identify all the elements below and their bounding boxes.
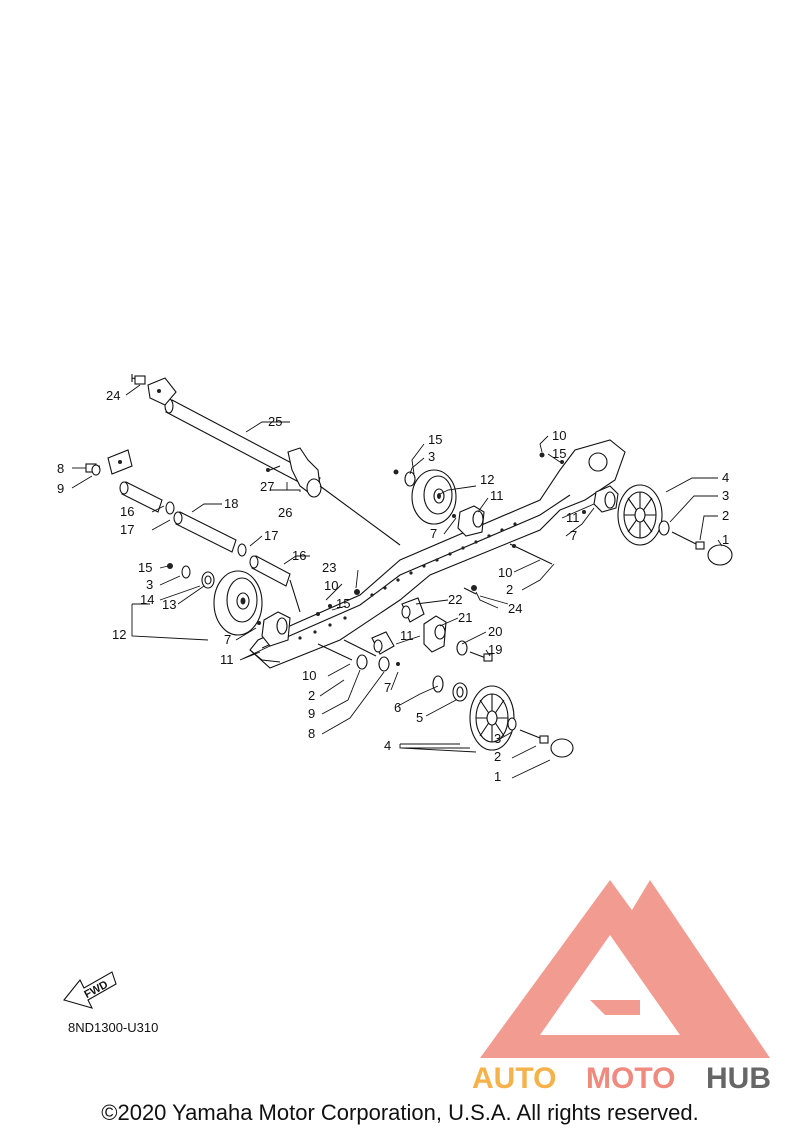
callout-7-lower: 7: [384, 680, 391, 695]
callout-24-top: 24: [106, 388, 120, 403]
callout-1-lower: 1: [494, 769, 501, 784]
callout-8-left: 8: [57, 461, 64, 476]
callout-18: 18: [224, 496, 238, 511]
leader-lines: [71, 384, 723, 779]
callout-15-mid: 15: [336, 596, 350, 611]
watermark-part2: MOTO: [586, 1062, 675, 1095]
callout-15-right: 15: [552, 446, 566, 461]
callout-12-left: 12: [112, 627, 126, 642]
lower-right-wheel: [432, 675, 574, 758]
callout-2-upper: 2: [506, 582, 513, 597]
upper-center-wheel: [393, 469, 485, 537]
callout-12-upper: 12: [480, 472, 494, 487]
callout-21: 21: [458, 610, 472, 625]
callout-11-right: 11: [566, 510, 580, 525]
callout-10-upper: 10: [498, 565, 512, 580]
callout-1-right: 1: [722, 532, 729, 547]
callout-11-left: 11: [220, 652, 234, 667]
callout-10-mid: 10: [324, 578, 338, 593]
callout-8-lower: 8: [308, 726, 315, 741]
callout-2-right: 2: [722, 508, 729, 523]
callout-26: 26: [278, 505, 292, 520]
left-wheel-bracket: [257, 611, 291, 647]
callout-11-upper: 11: [490, 488, 504, 503]
watermark-part3: HUB: [706, 1062, 771, 1095]
callout-20: 20: [488, 624, 502, 639]
callout-7-left: 7: [224, 632, 231, 647]
callout-10-right: 10: [552, 428, 566, 443]
callout-7-right: 7: [570, 528, 577, 543]
rear-axle-shaft: [131, 374, 401, 546]
watermark-logo-icon: [480, 880, 770, 1058]
left-front-wheel: [167, 563, 263, 636]
callout-5: 5: [416, 710, 423, 725]
callout-16-right: 16: [292, 548, 306, 563]
callout-17-left: 17: [120, 522, 134, 537]
callout-22: 22: [448, 592, 462, 607]
callout-16-left: 16: [120, 504, 134, 519]
callout-3-lower: 3: [494, 731, 501, 746]
forward-arrow-icon: FWD: [63, 971, 117, 1009]
rear-right-wheel: [582, 484, 733, 566]
callout-3-left: 3: [146, 577, 153, 592]
watermark-part1: AUTO: [472, 1062, 556, 1095]
callout-3-right: 3: [722, 488, 729, 503]
callout-23: 23: [322, 560, 336, 575]
callout-14: 14: [140, 592, 154, 607]
front-spacer-shaft: [85, 449, 301, 613]
callout-11-mid: 11: [400, 628, 414, 643]
slide-rail: [249, 439, 626, 669]
fwd-label: FWD: [82, 979, 110, 1001]
callout-6: 6: [394, 700, 401, 715]
callout-27: 27: [260, 479, 274, 494]
center-mount-parts: [316, 452, 564, 672]
callout-19: 19: [488, 642, 502, 657]
callout-9-lower: 9: [308, 706, 315, 721]
callout-13: 13: [162, 597, 176, 612]
callout-labels: 24 25 27 26 8 9 16 17 18 17 16 15 3 14 1…: [57, 388, 729, 784]
callout-4-lower: 4: [384, 738, 391, 753]
callout-9-left: 9: [57, 481, 64, 496]
callout-10-lower: 10: [302, 668, 316, 683]
callout-7-upper: 7: [430, 526, 437, 541]
callout-17-right: 17: [264, 528, 278, 543]
callout-24-mid: 24: [508, 601, 522, 616]
callout-4-right: 4: [722, 470, 729, 485]
callout-2-lower-right: 2: [494, 749, 501, 764]
callout-15-upper: 15: [428, 432, 442, 447]
watermark-text: AUTO MOTO HUB: [472, 1062, 771, 1095]
callout-25: 25: [268, 414, 282, 429]
copyright-notice: ©2020 Yamaha Motor Corporation, U.S.A. A…: [101, 1100, 699, 1125]
callout-15-left: 15: [138, 560, 152, 575]
part-code: 8ND1300-U310: [68, 1020, 158, 1035]
callout-3-upper: 3: [428, 449, 435, 464]
callout-2-lower: 2: [308, 688, 315, 703]
